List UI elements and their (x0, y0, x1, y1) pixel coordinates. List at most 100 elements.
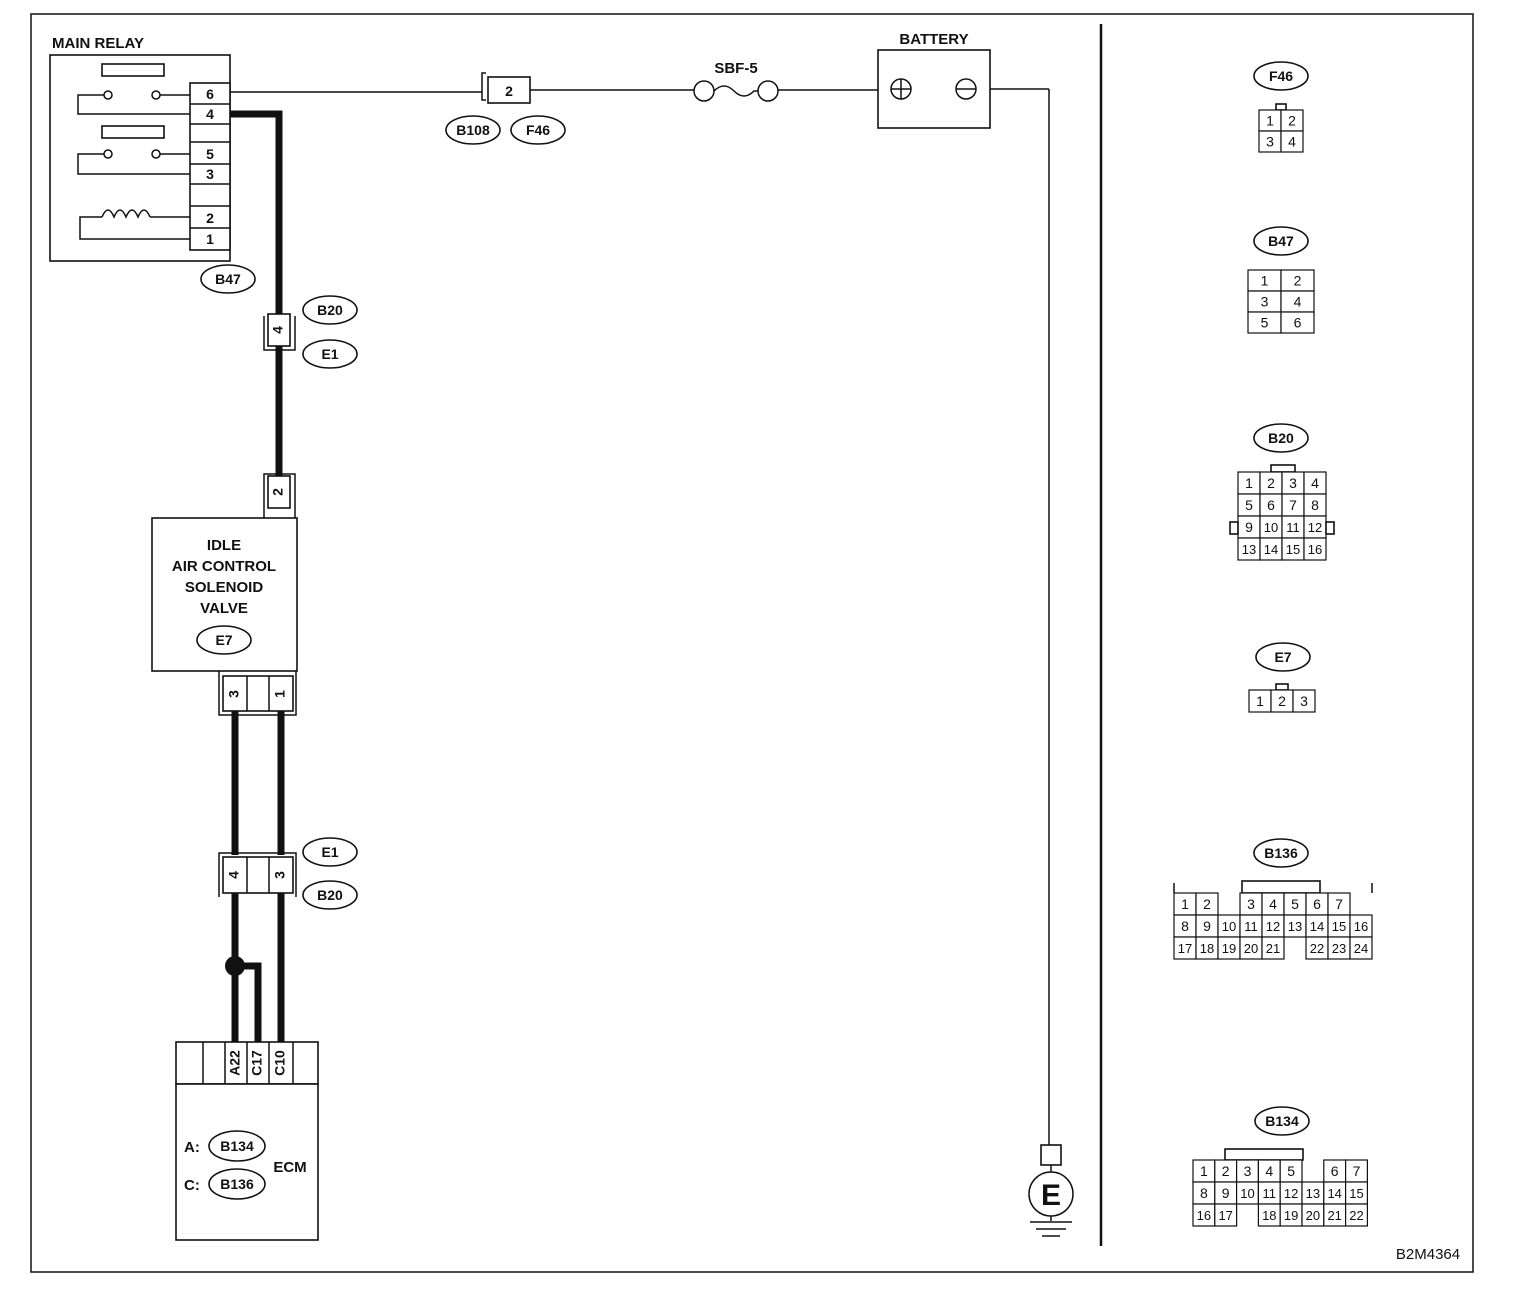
battery: BATTERY (877, 31, 991, 129)
connector-pin-label: 3 (1247, 896, 1255, 912)
connector-pin-label: 8 (1311, 497, 1319, 513)
connector-pin-label: 4 (1294, 294, 1302, 310)
junction-lower-pin-3: 3 (272, 871, 288, 879)
connector-pin-label: 6 (1331, 1163, 1339, 1179)
connector-cell (1280, 311, 1315, 334)
relay-pin-2: 2 (206, 210, 214, 226)
connector-pin-label: 18 (1262, 1208, 1276, 1223)
relay-coil-icon (79, 209, 190, 240)
ground-symbol: E (1028, 1144, 1074, 1237)
connector-pin-label: 21 (1327, 1208, 1341, 1223)
battery-label: BATTERY (899, 31, 968, 48)
figure-code: B2M4364 (1396, 1246, 1460, 1263)
connector-pin-label: 9 (1222, 1185, 1230, 1201)
connector-cell (1303, 537, 1327, 561)
connector-pin-label: 3 (1266, 134, 1274, 150)
ground-label: E (1041, 1179, 1061, 1212)
connector-pin-label: 16 (1197, 1208, 1211, 1223)
wire-relay4-to-solenoid (230, 110, 283, 314)
connector-cell (1349, 936, 1373, 960)
solenoid-line-2: AIR CONTROL (172, 558, 276, 575)
ecm-connector-c: B136 (220, 1176, 254, 1192)
solenoid-line-3: SOLENOID (185, 579, 264, 596)
connector-pin-label: 12 (1266, 919, 1280, 934)
connector-pin-label: 9 (1203, 918, 1211, 934)
connector-pin-label: 3 (1261, 294, 1269, 310)
connector-cell (1344, 1203, 1368, 1227)
connector-pin-label: 14 (1327, 1186, 1341, 1201)
connector-view-title: E7 (1274, 649, 1291, 665)
fuse-connector: 2 B108 F46 (445, 72, 566, 145)
solenoid-bottom-pin-1: 1 (272, 690, 288, 698)
connector-pin-label: 5 (1287, 1163, 1295, 1179)
connector-pin-label: 6 (1294, 315, 1302, 331)
fuse-connector-tag-f46: F46 (526, 122, 550, 138)
connector-pin-label: 14 (1310, 919, 1324, 934)
connector-pin-label: 8 (1181, 918, 1189, 934)
connector-pin-label: 12 (1308, 520, 1322, 535)
fuse-label: SBF-5 (714, 60, 757, 77)
connector-pin-label: 19 (1222, 941, 1236, 956)
connector-pin-label: 15 (1332, 919, 1346, 934)
connector-pin-label: 7 (1289, 497, 1297, 513)
connector-pin-label: 6 (1267, 497, 1275, 513)
connector-pin-label: 1 (1256, 693, 1264, 709)
connector-pin-label: 15 (1349, 1186, 1363, 1201)
solenoid-line-4: VALVE (200, 600, 248, 617)
ecm-pin-a22: A22 (227, 1050, 243, 1076)
junction-lower-tag-b20: B20 (317, 887, 343, 903)
ecm: A22 C17 C10 A: B134 C: B136 ECM (175, 1041, 319, 1241)
main-relay-connector-tag: B47 (215, 271, 241, 287)
connector-pin-label: 9 (1245, 519, 1253, 535)
ecm-prefix-c: C: (184, 1177, 200, 1194)
connector-pin-label: 16 (1308, 542, 1322, 557)
connector-pin-label: 7 (1335, 896, 1343, 912)
relay-switch-2-icon (77, 125, 190, 175)
junction-lower: 4 3 E1 B20 (218, 837, 358, 910)
connector-pin-label: 16 (1354, 919, 1368, 934)
connector-pin-label: 22 (1349, 1208, 1363, 1223)
solenoid-line-1: IDLE (207, 537, 241, 554)
connector-pin-label: 1 (1261, 273, 1269, 289)
connector-pin-label: 3 (1289, 475, 1297, 491)
connector-pin-label: 1 (1266, 113, 1274, 129)
connector-pin-label: 12 (1284, 1186, 1298, 1201)
connector-pin-label: 17 (1218, 1208, 1232, 1223)
connector-pin-label: 2 (1294, 273, 1302, 289)
ecm-pin-c10: C10 (272, 1050, 288, 1076)
connector-pin-label: 18 (1200, 941, 1214, 956)
connector-pin-label: 5 (1261, 315, 1269, 331)
connector-view-title: B134 (1265, 1113, 1299, 1129)
connector-view-title: B136 (1264, 845, 1298, 861)
connector-pin-label: 11 (1244, 919, 1258, 934)
idle-air-control-solenoid-valve: 2 IDLE AIR CONTROL SOLENOID VALVE E7 3 1 (151, 473, 298, 716)
connector-pin-label: 24 (1354, 941, 1368, 956)
connector-pin-label: 17 (1178, 941, 1192, 956)
connector-pin-label: 4 (1311, 475, 1319, 491)
connector-pin-label: 2 (1222, 1163, 1230, 1179)
connector-pin-label: 11 (1263, 1186, 1277, 1201)
connector-cell (1280, 130, 1304, 153)
relay-pin-5: 5 (206, 146, 214, 162)
connector-pin-label: 13 (1288, 919, 1302, 934)
relay-switch-1-icon (77, 63, 190, 115)
connector-pin-label: 13 (1306, 1186, 1320, 1201)
relay-pin-4: 4 (206, 106, 214, 122)
ecm-prefix-a: A: (184, 1139, 200, 1156)
connector-pin-label: 2 (1278, 693, 1286, 709)
connector-pin-label: 19 (1284, 1208, 1298, 1223)
wire-to-ecm-c17 (235, 962, 262, 1042)
fuse-connector-tag-b108: B108 (456, 122, 490, 138)
connector-pin-label: 20 (1306, 1208, 1320, 1223)
connector-pin-label: 1 (1181, 896, 1189, 912)
diagram-frame (30, 13, 1474, 1273)
main-relay: MAIN RELAY 6 4 5 3 2 1 (49, 35, 256, 294)
connector-pin-label: 1 (1200, 1163, 1208, 1179)
main-relay-title: MAIN RELAY (52, 35, 144, 52)
connector-pin-label: 5 (1291, 896, 1299, 912)
